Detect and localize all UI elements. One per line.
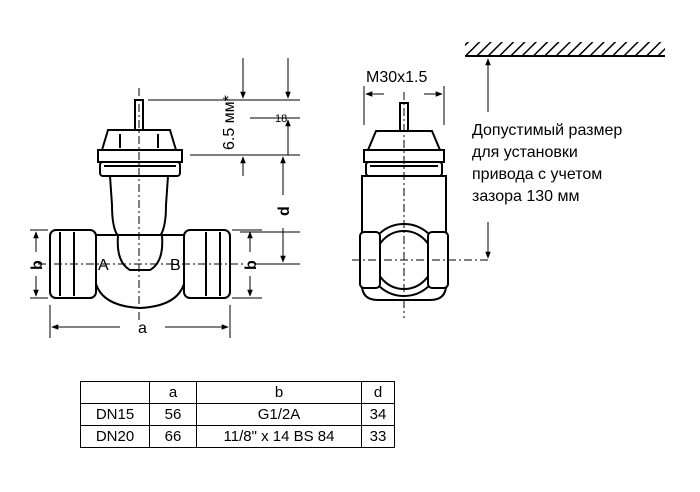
table-row: DN15 56 G1/2A 34 [80,403,395,426]
table-header-cell: d [361,381,395,404]
table-cell: 11/8" x 14 BS 84 [196,425,362,448]
note-line-3: привода с учетом [472,166,603,183]
valve-side-view [49,99,231,310]
table-row: DN20 66 11/8" x 14 BS 84 33 [80,425,395,448]
clearance-note: Допустимый размер для установки привода … [472,120,692,208]
ceiling-hatch [465,42,665,57]
dim-label-18: 18 [275,113,287,125]
table-header-cell: b [196,381,362,404]
valve-technical-drawing: 6.5 мм* 18 d b b a A B M30x1.5 [29,42,665,338]
table-cell: 34 [361,403,395,426]
table-header-cell [80,381,150,404]
dim-label-b-left: b [29,260,46,270]
dim-label-b-right: b [243,260,260,270]
table-header-row: a b d [80,381,395,404]
dim-label-d: d [276,206,293,216]
thread-dimension [363,86,445,125]
dimension-table: a b d DN15 56 G1/2A 34 DN20 66 11/8" x 1… [80,381,395,448]
table-cell: DN20 [80,425,150,448]
table-cell: DN15 [80,403,150,426]
table-cell: 66 [149,425,197,448]
note-line-4: зазора 130 мм [472,188,580,205]
port-label-b: B [170,257,181,274]
table-cell: 33 [361,425,395,448]
note-line-2: для установки [472,144,578,161]
thread-label: M30x1.5 [366,69,427,86]
table-cell: G1/2A [196,403,362,426]
right-centre-lines [352,92,490,318]
dim-label-6-5mm: 6.5 мм* [221,95,238,150]
table-cell: 56 [149,403,197,426]
left-centre-lines [38,88,245,320]
dim-label-a: a [138,320,147,337]
left-dimensions [30,58,300,338]
note-line-1: Допустимый размер [472,122,623,139]
port-label-a: A [98,257,109,274]
table-header-cell: a [149,381,197,404]
